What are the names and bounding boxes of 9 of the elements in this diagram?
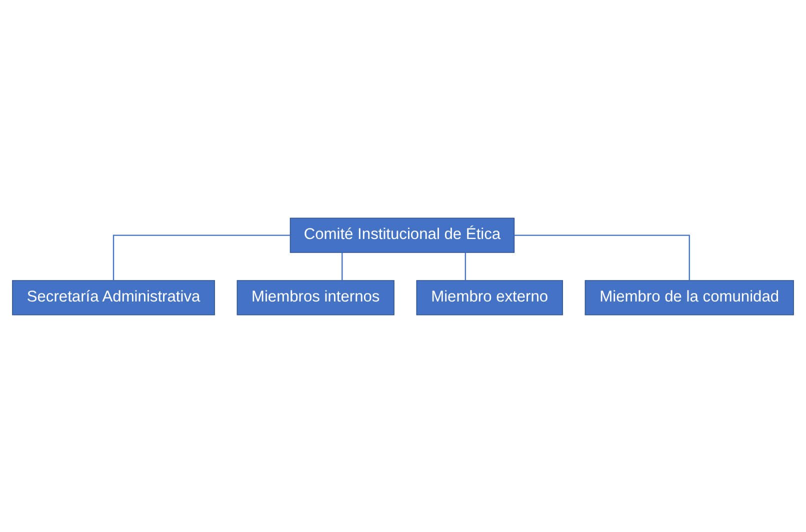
connector — [514, 234, 690, 280]
connector — [464, 252, 466, 280]
connector — [112, 234, 290, 280]
node-box: Comité Institucional de Ética — [290, 217, 515, 252]
node-box: Miembros internos — [236, 280, 394, 315]
node-box: Miembro externo — [416, 280, 563, 315]
node-box: Miembro de la comunidad — [584, 280, 794, 315]
node-box: Secretaría Administrativa — [12, 280, 215, 315]
connector — [342, 252, 343, 280]
